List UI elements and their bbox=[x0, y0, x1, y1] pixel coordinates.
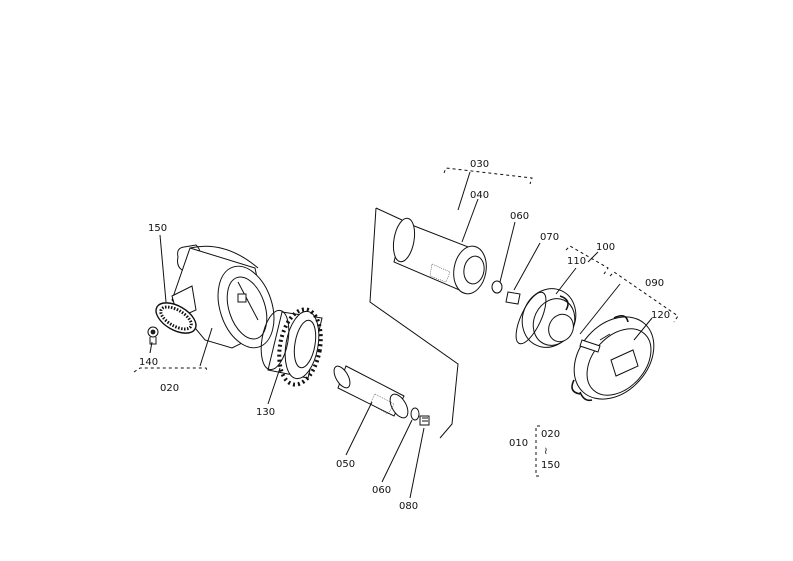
legend-assembly: 010 bbox=[509, 438, 528, 449]
label-150: 150 bbox=[148, 223, 167, 234]
label-080: 080 bbox=[399, 501, 418, 512]
label-070: 070 bbox=[540, 232, 559, 243]
label-100: 100 bbox=[596, 242, 615, 253]
label-140: 140 bbox=[139, 357, 158, 368]
label-090: 090 bbox=[645, 278, 664, 289]
part-labels: 030 040 060 070 100 110 090 120 150 140 … bbox=[139, 159, 670, 512]
leader-lines bbox=[133, 167, 679, 499]
drain-valve bbox=[147, 326, 159, 345]
label-050: 050 bbox=[336, 459, 355, 470]
label-060-upper: 060 bbox=[510, 211, 529, 222]
label-120: 120 bbox=[651, 310, 670, 321]
wing-nut-lower bbox=[419, 415, 430, 426]
housing-body bbox=[155, 244, 275, 349]
assembly-legend: 010 020 ≀ 150 bbox=[509, 425, 560, 477]
washer-lower bbox=[410, 407, 420, 421]
label-060-lower: 060 bbox=[372, 485, 391, 496]
washer-upper bbox=[491, 280, 503, 294]
legend-range-symbol: ≀ bbox=[544, 446, 548, 457]
label-030: 030 bbox=[470, 159, 489, 170]
label-040: 040 bbox=[470, 190, 489, 201]
wing-nut-upper bbox=[505, 291, 521, 305]
precleaner-ring bbox=[260, 307, 323, 387]
end-cover bbox=[571, 314, 655, 402]
legend-to: 150 bbox=[541, 460, 560, 471]
primary-element bbox=[392, 217, 487, 295]
label-020: 020 bbox=[160, 383, 179, 394]
baffle-plate bbox=[515, 288, 577, 348]
label-110: 110 bbox=[567, 256, 586, 267]
legend-from: 020 bbox=[541, 429, 560, 440]
safety-element bbox=[333, 365, 409, 419]
label-130: 130 bbox=[256, 407, 275, 418]
